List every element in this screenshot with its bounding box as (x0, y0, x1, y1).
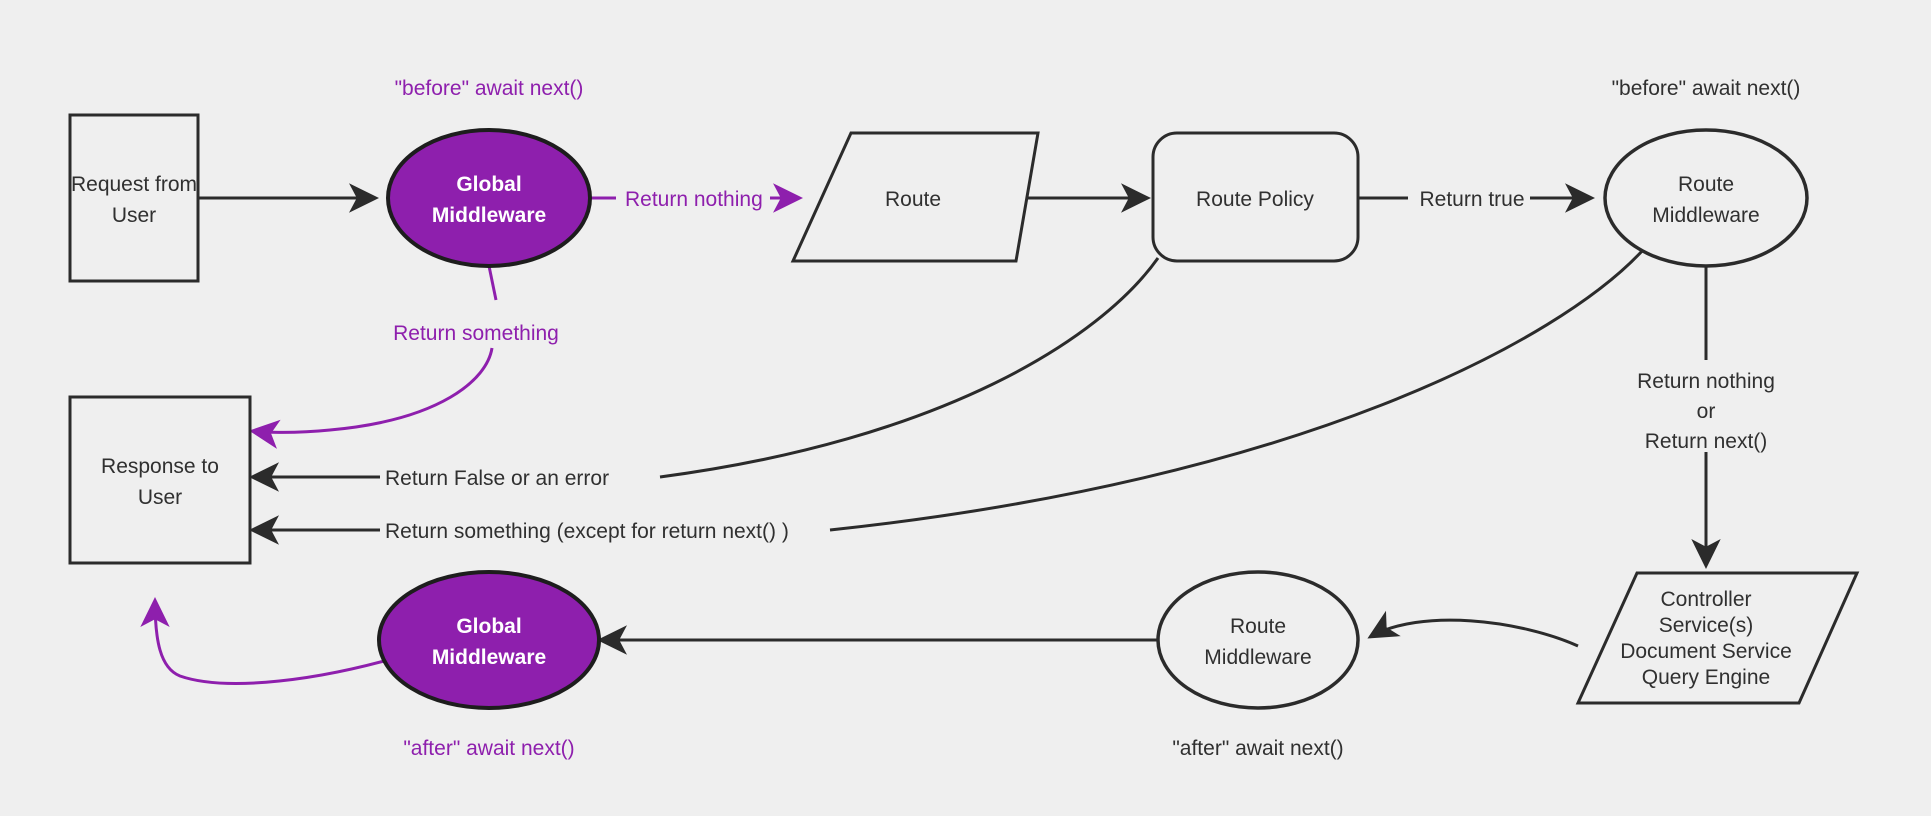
edge-route-middleware-return-something-except (829, 248, 1645, 532)
edge-label-return-something-except: Return something (except for return next… (385, 520, 789, 543)
global-middleware-top-label-line1: Global (456, 173, 521, 196)
edge-label-return-false-or-error: Return False or an error (385, 467, 609, 490)
node-global-middleware-top[interactable]: Global Middleware (386, 128, 592, 268)
global-middleware-top-label-line2: Middleware (432, 204, 546, 227)
global-middleware-bottom-label-line2: Middleware (432, 646, 546, 669)
edge-label-return-true: Return true (1419, 188, 1524, 211)
route-middleware-top-ellipse (1603, 128, 1809, 268)
route-policy-label: Route Policy (1196, 188, 1314, 211)
global-middleware-bottom-label-line1: Global (456, 615, 521, 638)
node-request-from-user[interactable]: Request from User (68, 113, 200, 283)
route-middleware-bottom-ellipse (1156, 570, 1360, 710)
response-to-user-box (68, 395, 252, 565)
response-to-user-label-line1: Response to (101, 455, 219, 478)
controller-parallelogram (1575, 571, 1860, 705)
edge-global-middleware-return-something (487, 265, 498, 301)
node-route-policy[interactable]: Route Policy (1151, 131, 1360, 263)
route-parallelogram (790, 131, 1040, 263)
controller-label-line2: Service(s) (1659, 614, 1754, 637)
global-middleware-top-ellipse (386, 128, 592, 268)
request-from-user-box (68, 113, 200, 283)
edge-label-route-mw-out-line3: Return next() (1645, 430, 1768, 453)
node-global-middleware-bottom[interactable]: Global Middleware (377, 570, 601, 710)
route-middleware-top-label-line2: Middleware (1652, 204, 1759, 227)
controller-label-line4: Query Engine (1642, 666, 1770, 689)
node-response-to-user[interactable]: Response to User (68, 395, 252, 565)
route-label: Route (885, 188, 941, 211)
edge-global-middleware-return-something-curve (249, 347, 494, 449)
response-to-user-label-line2: User (138, 486, 182, 509)
route-middleware-bottom-label-line1: Route (1230, 615, 1286, 638)
request-from-user-label-line2: User (112, 204, 156, 227)
edge-route-policy-return-false (659, 257, 1160, 479)
node-route-middleware-bottom[interactable]: Route Middleware (1156, 570, 1360, 710)
edge-global-middleware-bottom-to-response (140, 597, 389, 685)
controller-label-line3: Document Service (1620, 640, 1792, 663)
node-controller-services[interactable]: Controller Service(s) Document Service Q… (1575, 571, 1860, 705)
route-policy-box (1151, 131, 1360, 263)
controller-label-line1: Controller (1660, 588, 1751, 611)
note-after-await-next-global: "after" await next() (403, 737, 574, 760)
route-middleware-bottom-label-line2: Middleware (1204, 646, 1311, 669)
node-route-middleware-top[interactable]: Route Middleware (1603, 128, 1809, 268)
global-middleware-bottom-ellipse (377, 570, 601, 710)
request-from-user-label-line1: Request from (71, 173, 197, 196)
edge-label-return-nothing: Return nothing (625, 188, 763, 211)
node-route[interactable]: Route (790, 131, 1040, 263)
note-before-await-next-global: "before" await next() (395, 77, 584, 100)
edge-label-return-something: Return something (393, 322, 559, 345)
note-after-await-next-route: "after" await next() (1172, 737, 1343, 760)
edge-label-route-mw-out-line2: or (1697, 400, 1716, 423)
edge-controller-to-route-middleware-bottom (1367, 610, 1579, 648)
edge-label-route-mw-out-line1: Return nothing (1637, 370, 1775, 393)
route-middleware-top-label-line1: Route (1678, 173, 1734, 196)
note-before-await-next-route: "before" await next() (1612, 77, 1801, 100)
